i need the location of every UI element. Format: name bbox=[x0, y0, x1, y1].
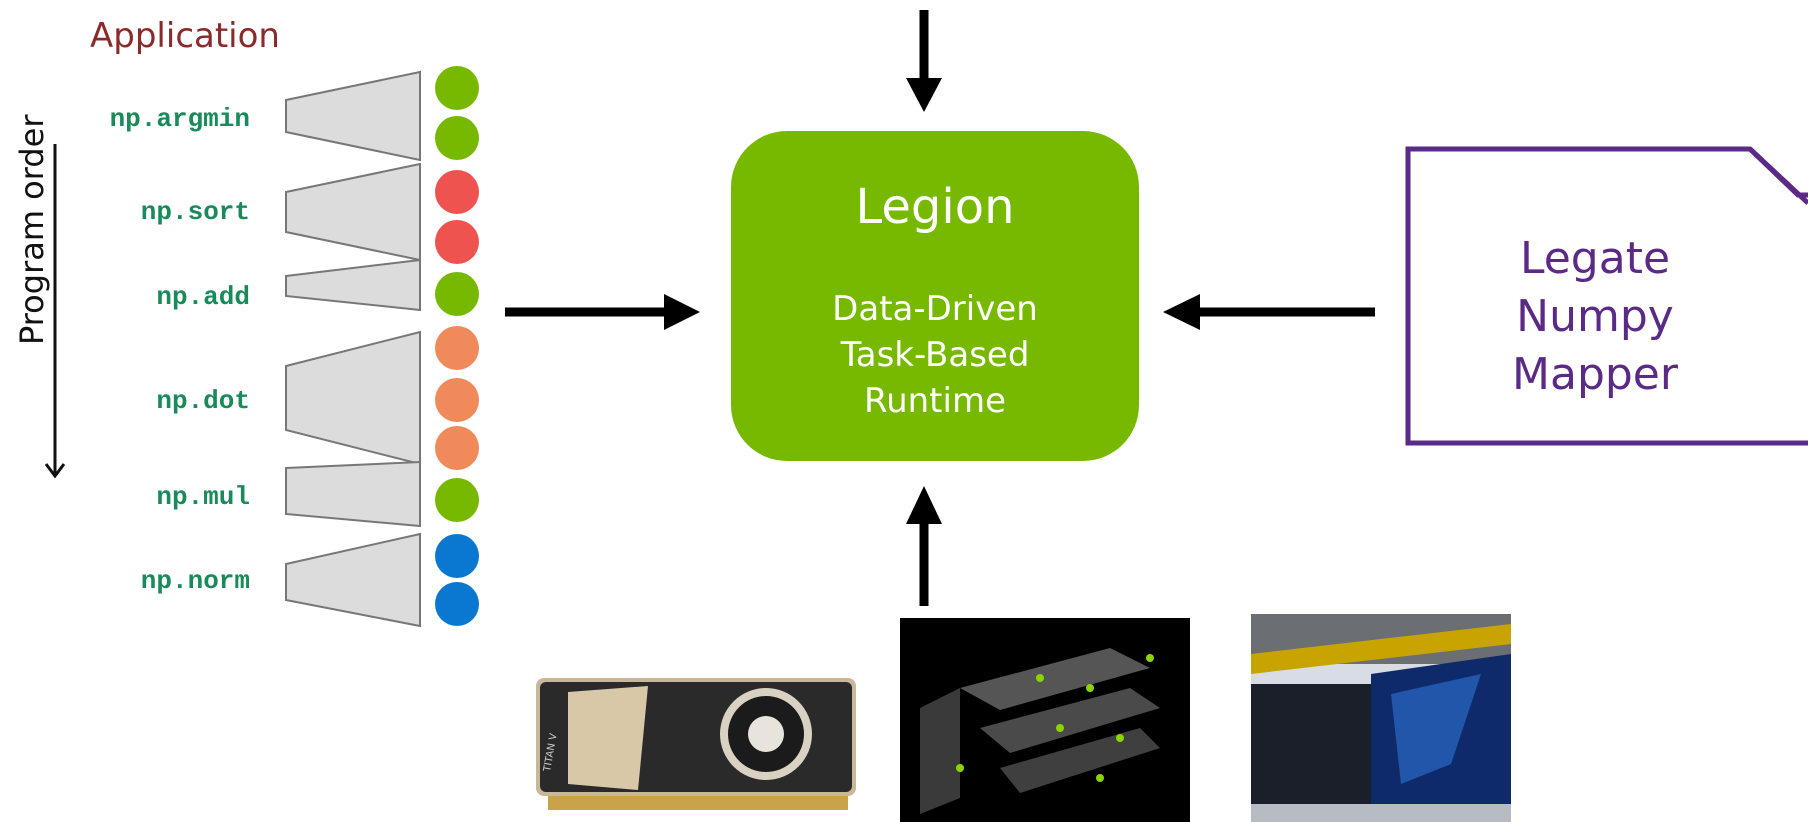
mapper-line: Mapper bbox=[1512, 349, 1678, 400]
program-order-arrow bbox=[44, 144, 66, 479]
arrow-bottom-head bbox=[906, 486, 942, 524]
task-dot-sort-1 bbox=[435, 170, 479, 214]
op-label-sort: np.sort bbox=[140, 197, 250, 227]
task-fanout-diagram bbox=[285, 66, 479, 628]
fanout-argmin bbox=[285, 70, 421, 162]
arrow-top-head bbox=[906, 78, 942, 112]
op-label-argmin: np.argmin bbox=[109, 104, 250, 134]
task-dot-dot-2 bbox=[435, 378, 479, 422]
task-dot-mul-1 bbox=[435, 478, 479, 522]
task-dot-sort-2 bbox=[435, 220, 479, 264]
task-dot-dot-3 bbox=[435, 426, 479, 470]
mapper-document-shape bbox=[1405, 146, 1808, 446]
task-dot-norm-2 bbox=[435, 582, 479, 626]
dgx-system-image bbox=[900, 618, 1190, 822]
fanout-norm bbox=[285, 532, 421, 628]
legion-desc-line: Runtime bbox=[863, 381, 1006, 421]
legion-description: Data-Driven Task-Based Runtime bbox=[731, 286, 1139, 424]
task-dot-argmin-1 bbox=[435, 66, 479, 110]
supercomputer-image bbox=[1251, 614, 1511, 822]
legion-title: Legion bbox=[855, 179, 1015, 235]
task-dot-norm-1 bbox=[435, 534, 479, 578]
arrow-right-head bbox=[1163, 294, 1200, 330]
legion-runtime-box: Legion Data-Driven Task-Based Runtime bbox=[731, 131, 1139, 461]
op-label-dot: np.dot bbox=[156, 386, 250, 416]
mapper-line: Numpy bbox=[1516, 291, 1674, 342]
op-label-add: np.add bbox=[156, 282, 250, 312]
fanout-mul bbox=[285, 460, 421, 528]
arrow-left-head bbox=[664, 294, 700, 330]
mapper-label: Legate Numpy Mapper bbox=[1470, 230, 1720, 404]
op-label-norm: np.norm bbox=[140, 566, 250, 596]
gpu-card-image: TITAN V bbox=[528, 672, 862, 822]
task-dot-argmin-2 bbox=[435, 116, 479, 160]
task-dot-add-1 bbox=[435, 272, 479, 316]
op-label-mul: np.mul bbox=[156, 482, 250, 512]
task-dot-dot-1 bbox=[435, 326, 479, 370]
application-title: Application bbox=[90, 16, 280, 56]
mapper-line: Legate bbox=[1519, 233, 1671, 284]
legion-desc-line: Task-Based bbox=[840, 335, 1030, 375]
fanout-add bbox=[285, 258, 421, 312]
legion-desc-line: Data-Driven bbox=[832, 289, 1038, 329]
